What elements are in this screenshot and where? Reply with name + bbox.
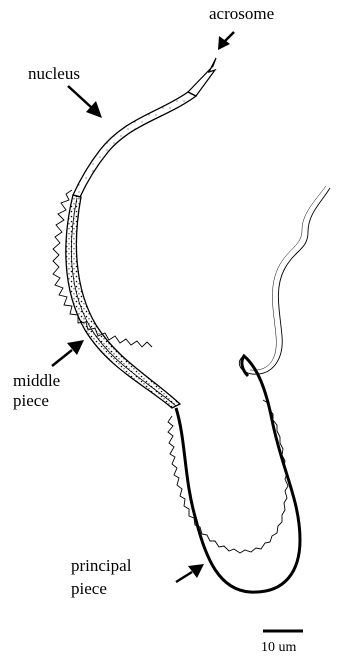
acrosome-arrow — [218, 32, 234, 50]
end-piece-outline — [250, 186, 326, 370]
end-piece — [239, 188, 330, 374]
scale-bar-label: 10 um — [261, 640, 296, 656]
nucleus-arrow — [68, 86, 102, 118]
principal-piece-arrow — [176, 564, 204, 582]
principal-piece — [176, 356, 300, 592]
middle-piece-arrow — [52, 340, 84, 366]
acrosome-label: acrosome — [209, 4, 274, 23]
middle-piece-label-line2: piece — [13, 391, 49, 410]
nucleus-label: nucleus — [28, 64, 80, 83]
middle-piece-inner-line — [71, 198, 176, 406]
middle-piece-label-line1: middle — [13, 371, 60, 390]
principal-piece-label-line2: piece — [71, 579, 107, 598]
principal-piece-label-line1: principal — [71, 556, 131, 575]
acrosome-tip — [188, 58, 216, 96]
middle-piece — [66, 195, 180, 408]
